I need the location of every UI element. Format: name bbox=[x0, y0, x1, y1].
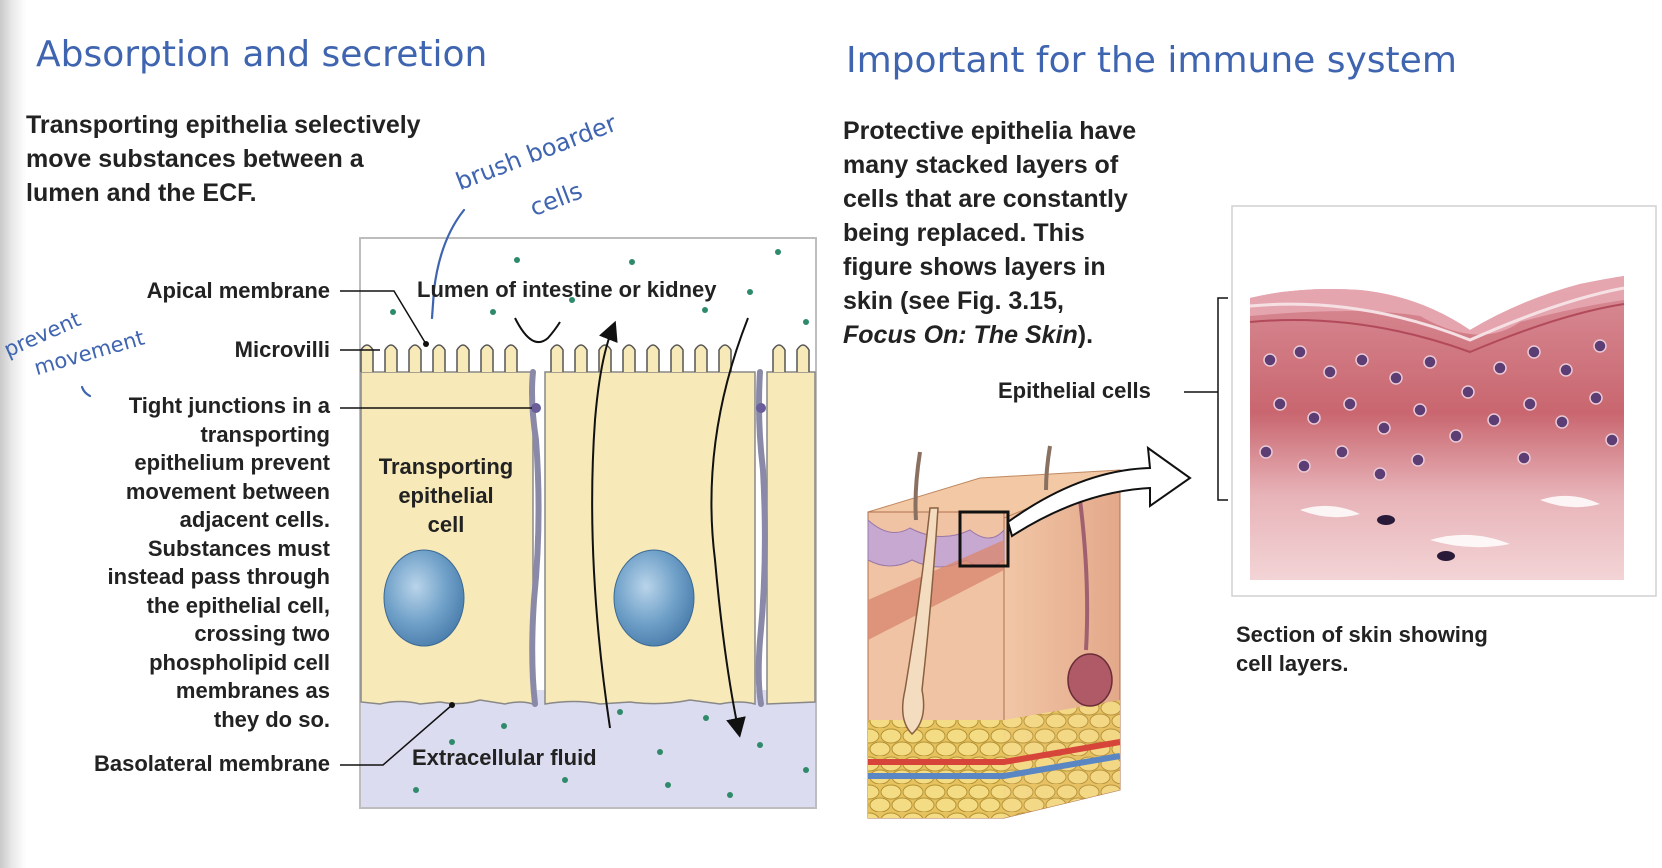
magnified-region-box bbox=[958, 510, 1010, 568]
protective-description-line: many stacked layers of bbox=[843, 151, 1119, 179]
transport-description: Transporting epithelia selectively move … bbox=[26, 108, 421, 210]
label-section-caption: Section of skin showing cell layers. bbox=[1236, 620, 1488, 678]
transport-description-line: move substances between a bbox=[26, 145, 364, 173]
artery bbox=[868, 739, 1121, 765]
transport-arrow bbox=[710, 317, 749, 738]
microvilli-edge bbox=[360, 344, 810, 372]
epithelial-cell-3 bbox=[766, 371, 816, 705]
label-apical-membrane: Apical membrane bbox=[146, 278, 330, 303]
tight-junction-dot bbox=[756, 403, 766, 413]
transporting-cell-line: Transporting bbox=[378, 454, 514, 479]
stratum-corneum bbox=[1250, 276, 1624, 335]
skin-histology-photo bbox=[1231, 205, 1657, 597]
cell-nucleus bbox=[383, 549, 465, 647]
fat-layer-side bbox=[1004, 700, 1120, 818]
label-tight-junctions: Tight junctions in a transporting epithe… bbox=[40, 392, 330, 734]
tight-junctions-line: phospholipid cell bbox=[149, 649, 330, 675]
tight-junctions-line: instead pass through bbox=[107, 564, 330, 589]
protective-description-line: Protective epithelia have bbox=[843, 117, 1137, 145]
tight-junctions-line: membranes as bbox=[175, 678, 330, 703]
transport-arrow bbox=[591, 320, 618, 729]
protective-description-line: figure shows layers in bbox=[843, 253, 1106, 281]
magnify-arrow bbox=[1006, 445, 1192, 538]
transport-description-line: Transporting epithelia selectively bbox=[26, 111, 421, 139]
tight-junctions-line: transporting bbox=[200, 421, 330, 447]
intercellular-gap-2 bbox=[755, 369, 768, 707]
fat-layer bbox=[868, 720, 1004, 818]
transporting-cell-line: epithelial bbox=[398, 483, 494, 508]
sweat-duct bbox=[1078, 499, 1090, 651]
protective-description-line: Focus On: The Skin). bbox=[843, 321, 1094, 349]
label-microvilli: Microvilli bbox=[234, 337, 330, 362]
histology-nuclei bbox=[1259, 339, 1619, 481]
protective-description-line: being replaced. This bbox=[843, 219, 1085, 247]
section-caption-line: Section of skin showing bbox=[1236, 622, 1488, 647]
heading-left: Absorption and secretion bbox=[36, 34, 488, 75]
tight-junctions-line: adjacent cells. bbox=[179, 507, 330, 532]
transport-arrow bbox=[514, 317, 561, 343]
label-basolateral-membrane: Basolateral membrane bbox=[94, 751, 330, 776]
transporting-cell-line: cell bbox=[427, 512, 465, 537]
sweat-gland bbox=[1067, 653, 1113, 707]
label-transporting-cell: Transporting epithelial cell bbox=[366, 452, 526, 539]
extracellular-fluid-region bbox=[361, 690, 815, 807]
protective-description: Protective epithelia have many stacked l… bbox=[843, 114, 1136, 352]
tight-junctions-line: crossing two bbox=[194, 621, 330, 646]
epithelial-cell-2 bbox=[544, 371, 756, 705]
hair-follicle bbox=[901, 507, 939, 736]
heading-right: Important for the immune system bbox=[846, 40, 1457, 81]
cell-nucleus bbox=[613, 549, 695, 647]
label-lumen: Lumen of intestine or kidney bbox=[417, 277, 717, 302]
leader-line-basolateral bbox=[340, 704, 453, 766]
section-caption-line: cell layers. bbox=[1236, 651, 1349, 676]
tight-junctions-line: epithelium prevent bbox=[134, 450, 330, 475]
hair-shaft bbox=[1044, 445, 1052, 491]
leader-line-apical bbox=[340, 290, 427, 345]
handwritten-strokes bbox=[80, 208, 466, 398]
protective-description-line: skin (see Fig. 3.15, bbox=[843, 287, 1064, 315]
skin-block-illustration bbox=[867, 445, 1192, 819]
epithelial-cells-bracket bbox=[1217, 297, 1228, 501]
vein bbox=[868, 753, 1121, 779]
tight-junctions-line: Substances must bbox=[147, 535, 330, 561]
tight-junction-dot bbox=[531, 403, 541, 413]
protective-description-line: cells that are constantly bbox=[843, 185, 1128, 213]
histology-dermis-streaks bbox=[1300, 495, 1600, 548]
substance-particles bbox=[390, 249, 809, 798]
tight-junctions-line: the epithelial cell, bbox=[146, 592, 330, 618]
tight-junctions-line: Tight junctions in a bbox=[128, 393, 330, 418]
transport-diagram bbox=[340, 237, 817, 809]
label-extracellular-fluid: Extracellular fluid bbox=[412, 745, 597, 770]
tight-junctions-line: movement between bbox=[125, 478, 330, 504]
hair-shaft bbox=[913, 451, 922, 521]
tight-junctions-line: they do so. bbox=[213, 706, 330, 732]
transport-description-line: lumen and the ECF. bbox=[26, 179, 257, 207]
label-epithelial-cells: Epithelial cells bbox=[998, 378, 1151, 403]
page-edge-shadow bbox=[0, 0, 26, 868]
histology-dark-cells bbox=[1377, 515, 1455, 561]
